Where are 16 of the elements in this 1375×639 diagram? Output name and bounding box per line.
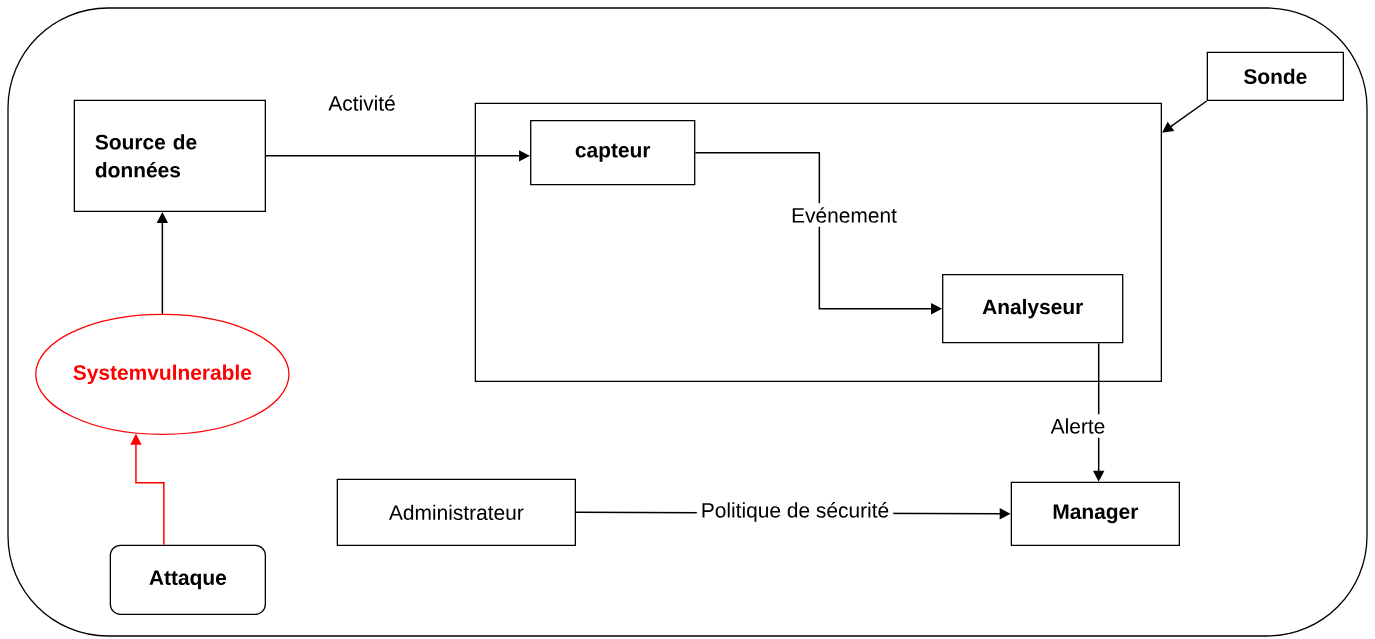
edge-label: Politique de sécurité [696,498,894,526]
rounded-box: Attaque [109,544,266,615]
rounded-frame [7,7,1368,637]
edge-label: Alerte [1046,414,1110,438]
process-box: Analyseur [942,274,1124,344]
edge-label: Activité [324,91,400,115]
container-box [474,102,1162,382]
label-box: Sonde [1206,51,1344,101]
process-box: Source de données [73,99,266,212]
oval: Systemvulnerable [35,313,290,435]
arrow [265,150,530,162]
process-box: capteur [530,120,696,186]
process-box: Administrateur [336,478,576,546]
process-box: Manager [1010,481,1180,546]
edge-label: Evénement [787,203,901,227]
arrow [1162,100,1208,133]
